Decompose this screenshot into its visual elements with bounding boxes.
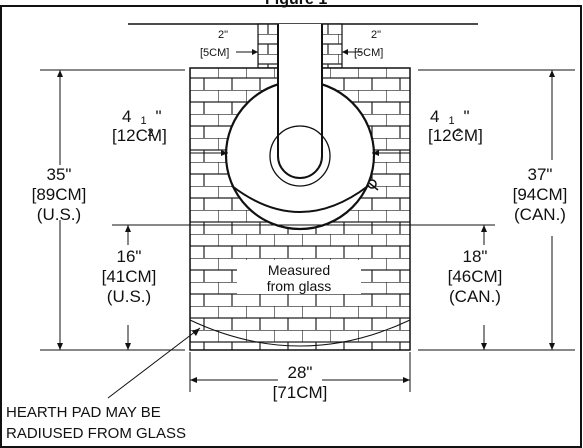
note-line2-label: RADIUSED FROM GLASS (6, 425, 187, 442)
measured-line2-label: from glass (266, 278, 332, 294)
chimney-left (257, 23, 279, 69)
radius-arc (189, 319, 411, 347)
front-can-region-label: (CAN.) (449, 287, 501, 306)
top-left-in-label: 2" (217, 29, 229, 41)
height-us-cm-label: [89CM] (31, 185, 87, 204)
measured-label-box (237, 260, 361, 294)
chimney-right (321, 23, 343, 69)
top-right-cm-label: [5CM] (354, 47, 384, 59)
side-right-cm-label: [12CM] (428, 126, 483, 145)
width-in-label: 28" (287, 363, 313, 382)
measured-line1-label: Measured (267, 262, 331, 278)
stove-base (231, 185, 369, 213)
height-can-cm-label: [94CM] (512, 185, 568, 204)
front-can-in-label: 18" (462, 247, 488, 266)
top-left-cm-label: [5CM] (200, 47, 230, 59)
figure-frame (0, 5, 582, 448)
height-us-region-label: (U.S.) (36, 205, 82, 224)
flue-pipe (277, 24, 323, 179)
front-can-cm-label: [46CM] (447, 267, 503, 286)
front-us-in-label: 16" (116, 247, 142, 266)
height-us-in-label: 35" (46, 165, 72, 184)
front-us-region-label: (U.S.) (106, 287, 152, 306)
height-can-in-label: 37" (527, 165, 553, 184)
note-leader (107, 327, 201, 399)
top-right-in-label: 2" (370, 29, 382, 41)
front-us-cm-label: [41CM] (101, 267, 157, 286)
side-left-cm-label: [12CM] (112, 126, 167, 145)
height-can-region-label: (CAN.) (514, 205, 566, 224)
figure-title: Figure 1 (265, 0, 327, 8)
width-cm-label: [71CM] (272, 383, 328, 402)
note-line1-label: HEARTH PAD MAY BE (6, 404, 161, 421)
